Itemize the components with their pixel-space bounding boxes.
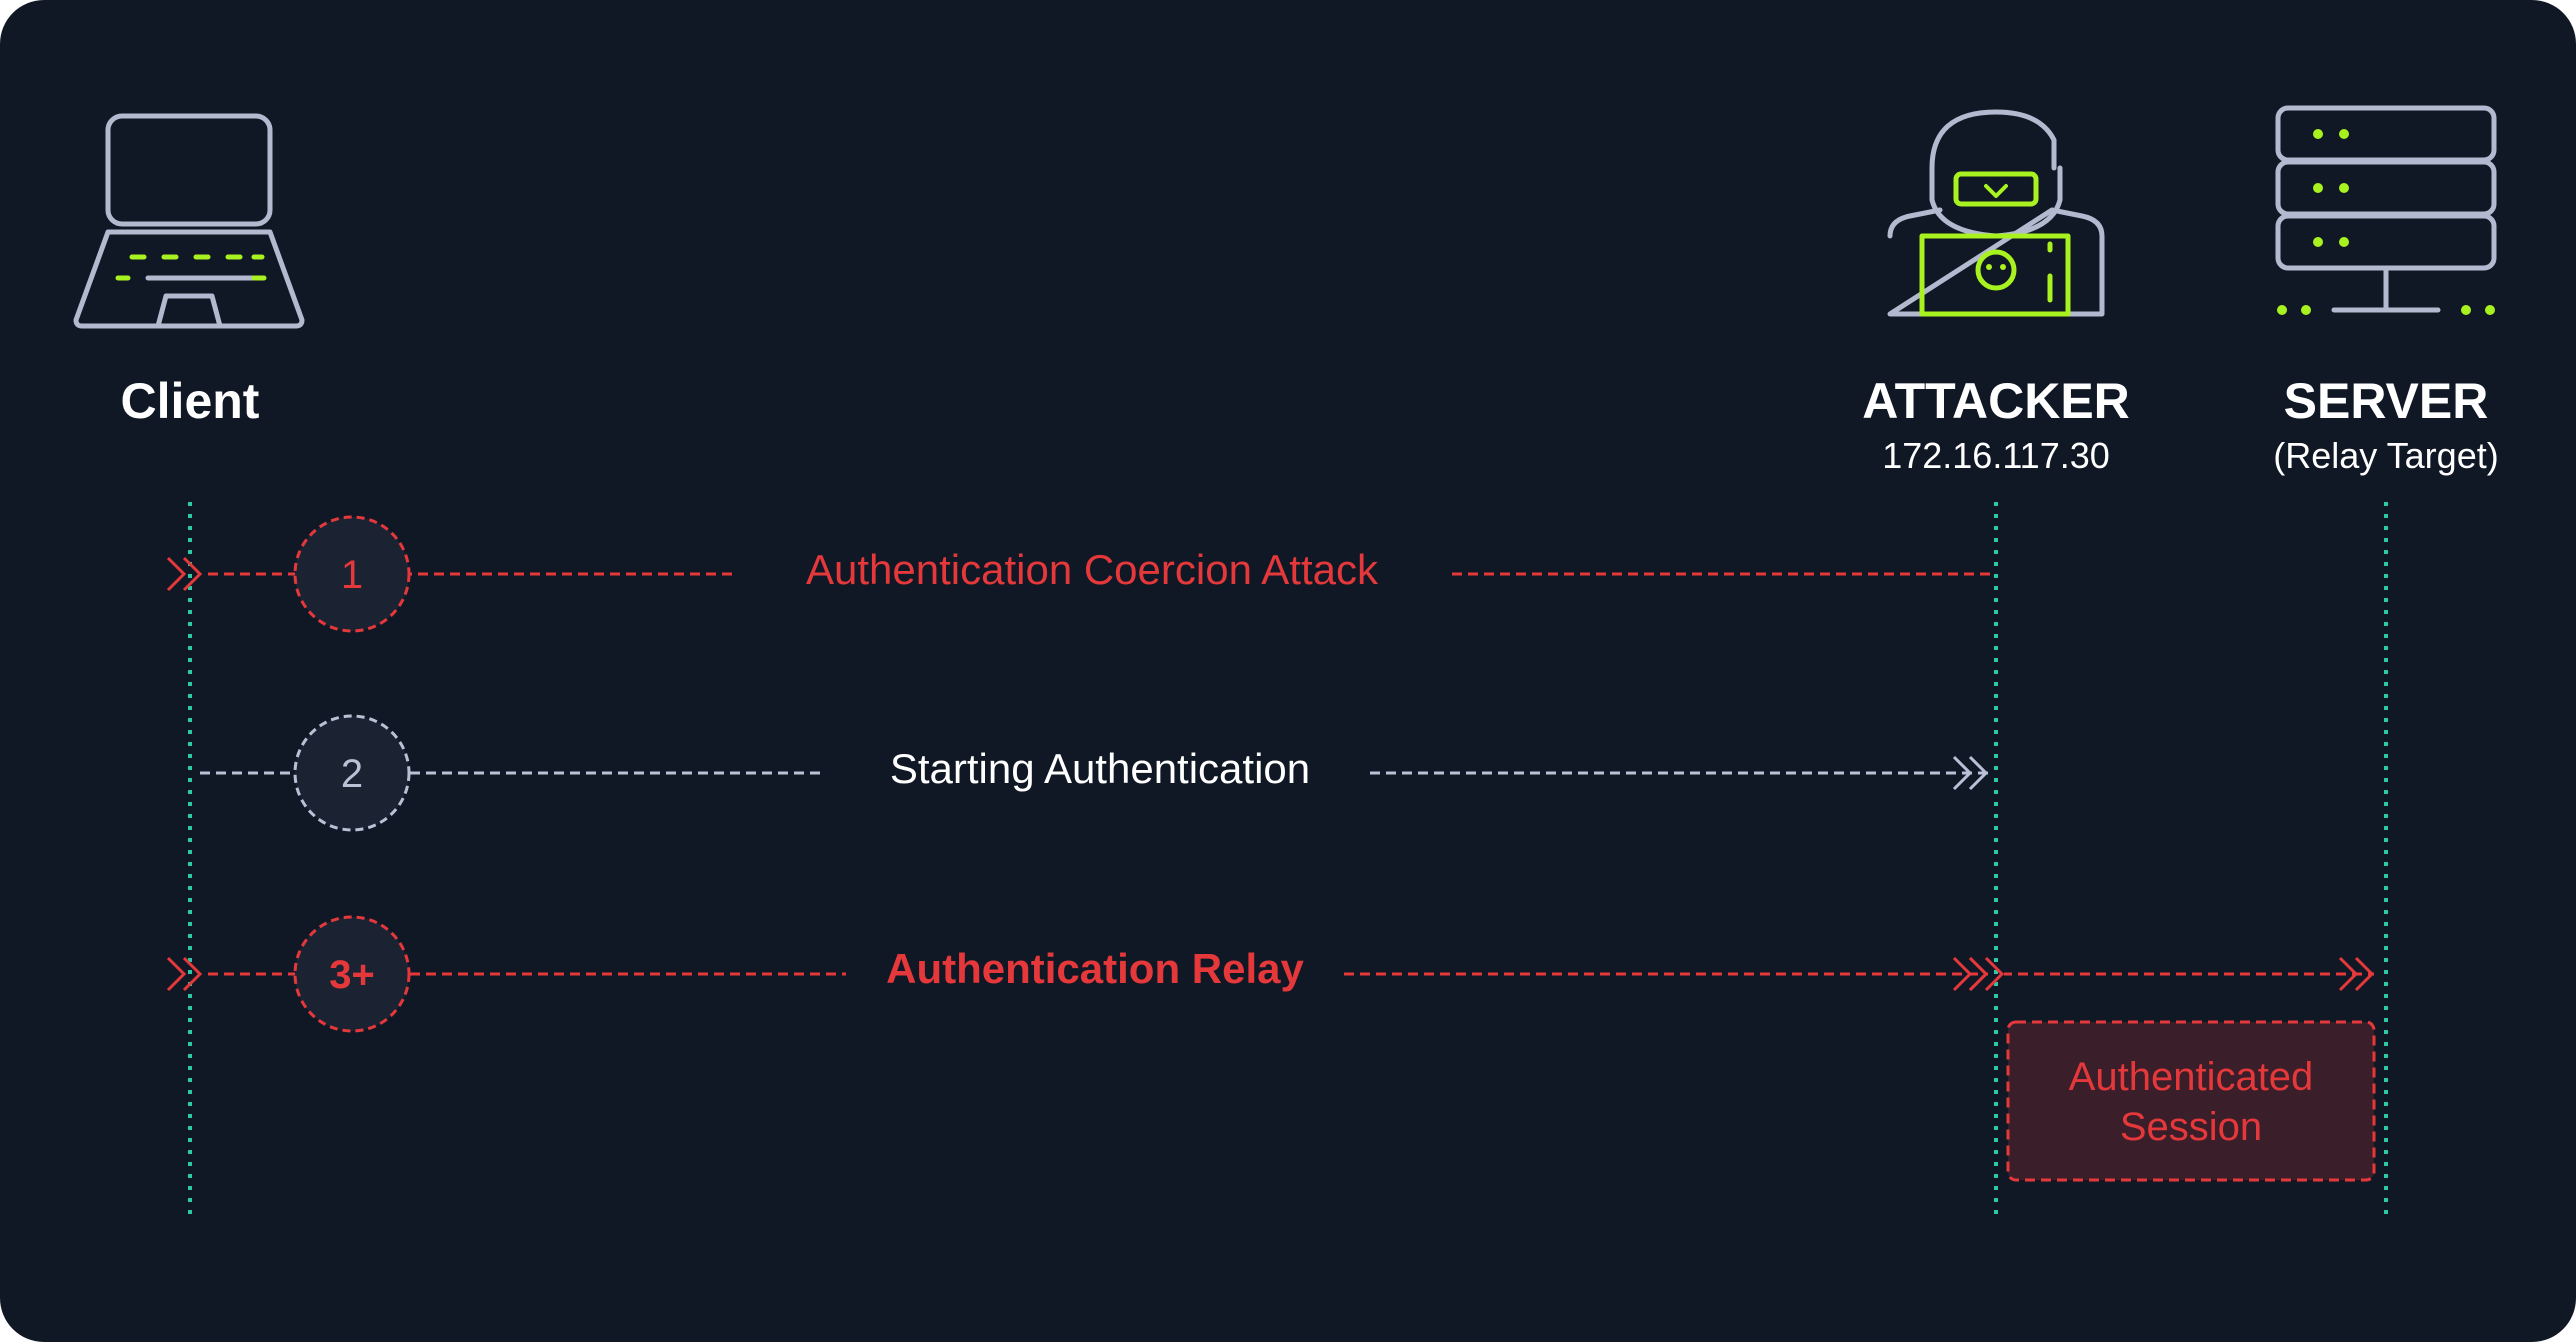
authenticated-session-box: [2006, 1020, 2376, 1182]
server-rack-icon: [2275, 105, 2497, 315]
step-2-label: Starting Authentication: [890, 745, 1310, 792]
step-3-number: 3+: [329, 953, 375, 997]
step-1-label: Authentication Coercion Attack: [806, 546, 1379, 593]
step-2-number: 2: [341, 752, 363, 796]
laptop-icon: [73, 113, 305, 329]
server-sublabel: (Relay Target): [2273, 435, 2498, 476]
attacker-label: ATTACKER: [1862, 373, 2130, 429]
step-3-label: Authentication Relay: [886, 945, 1304, 992]
step-1-number: 1: [341, 553, 363, 597]
session-line-1: Authenticated: [2069, 1055, 2314, 1099]
step-3-badge: [293, 915, 411, 1033]
session-line-2: Session: [2120, 1105, 2262, 1149]
client-label: Client: [121, 373, 260, 429]
server-label: SERVER: [2284, 373, 2489, 429]
hooded-hacker-icon: [1887, 109, 2105, 317]
attacker-ip: 172.16.117.30: [1882, 435, 2110, 476]
step-1-badge: [293, 515, 411, 633]
step-2-badge: [293, 714, 411, 832]
